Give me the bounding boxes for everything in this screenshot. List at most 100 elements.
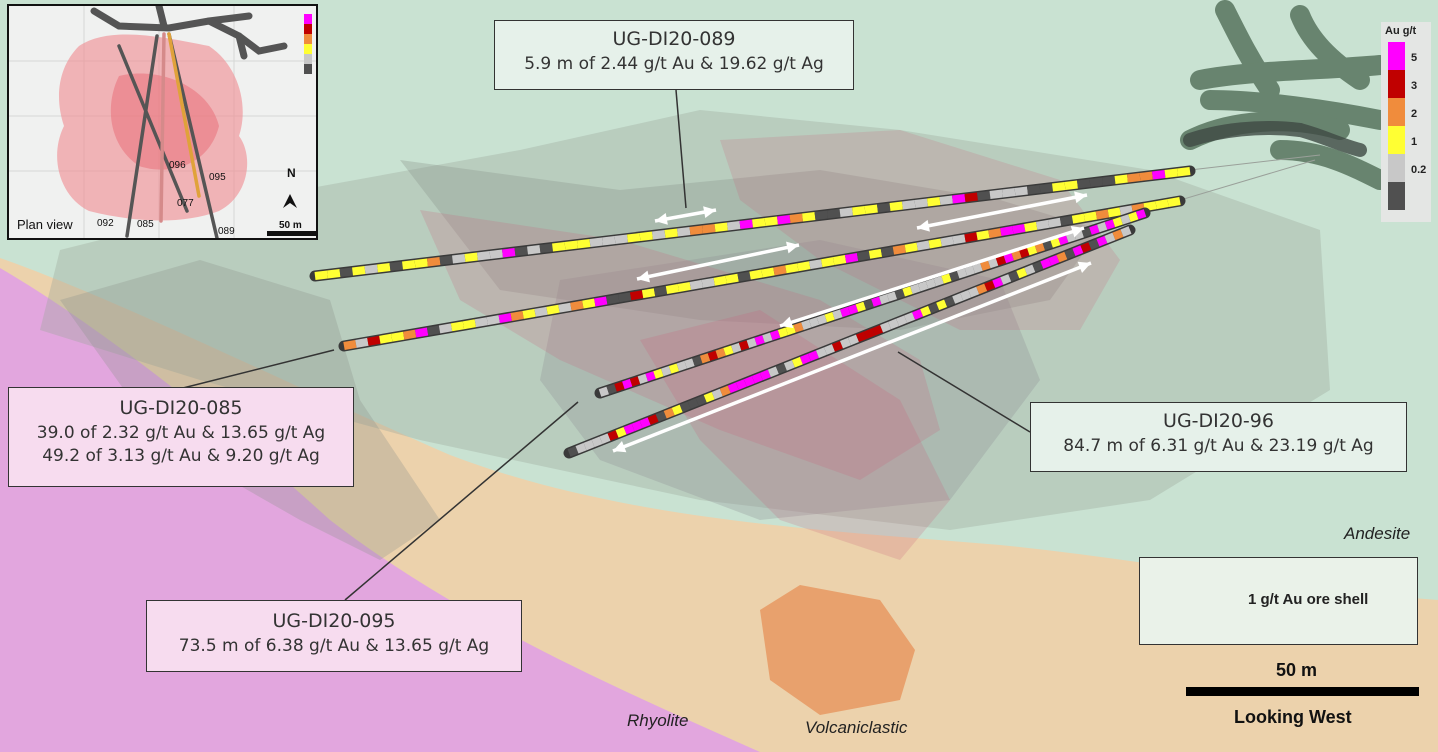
grade-segment <box>914 198 928 208</box>
grade-segment <box>976 283 988 295</box>
leader-096 <box>897 351 1031 433</box>
grade-segment <box>952 194 966 204</box>
grade-segment <box>1039 183 1053 193</box>
grade-segment <box>1036 219 1050 230</box>
plan-view-map <box>9 6 316 238</box>
inset-label-095: 095 <box>209 172 226 183</box>
arrow-head <box>703 206 716 219</box>
grade-segment <box>1024 264 1036 276</box>
grade-segment <box>1040 258 1052 269</box>
grade-segment <box>888 318 900 330</box>
grade-segment <box>814 210 828 220</box>
grade-segment <box>785 324 796 336</box>
grade-segment <box>809 259 823 270</box>
grade-segment <box>602 236 616 246</box>
grade-segment <box>367 335 381 346</box>
grade-segment <box>976 230 990 241</box>
grade-segment <box>522 308 536 319</box>
grade-segment <box>762 332 773 343</box>
grade-segment <box>968 286 980 298</box>
arrow-head <box>655 212 668 225</box>
grade-segment <box>925 278 937 289</box>
grade-segment <box>972 263 983 274</box>
grade-segment <box>692 355 703 366</box>
grey-shell <box>40 110 1330 530</box>
grade-segment <box>832 309 843 320</box>
grade-segment <box>1047 217 1062 228</box>
grade-segment <box>546 304 560 315</box>
grade-segment <box>856 250 871 261</box>
grade-segment <box>641 288 656 299</box>
callout-title: UG-DI20-96 <box>1163 410 1274 432</box>
grade-segment <box>514 246 528 256</box>
grade-segment <box>980 260 991 271</box>
ore-shell-legend-label: 1 g/t Au ore shell <box>1248 591 1369 608</box>
grade-segment <box>984 280 996 292</box>
intercept-arrows <box>612 191 1092 453</box>
grade-segment <box>439 255 453 265</box>
ore-shell <box>720 130 1120 330</box>
grade-segment <box>1104 219 1116 230</box>
grade-segment <box>622 378 633 390</box>
intercept-arrow <box>636 243 800 281</box>
grade-segment <box>713 275 727 286</box>
color-key-label: 5 <box>1411 52 1418 64</box>
grade-segment <box>464 252 478 262</box>
grade-segment <box>1059 215 1074 226</box>
grade-segment <box>668 363 680 374</box>
mine-workings-dark <box>1183 121 1367 157</box>
arrow-head <box>786 241 799 254</box>
grade-segment <box>725 273 739 284</box>
grade-segment <box>1042 240 1053 251</box>
grade-segment <box>355 337 369 348</box>
inset-label-092: 092 <box>97 218 114 229</box>
grade-segment <box>655 411 667 422</box>
callout-title: UG-DI20-085 <box>119 397 243 419</box>
grade-segment <box>904 242 918 253</box>
color-key-label: 1 <box>1411 136 1418 148</box>
grade-segment <box>1072 245 1084 257</box>
grade-segment <box>1008 270 1020 282</box>
grade-segment <box>677 227 691 237</box>
grade-segment <box>793 322 804 333</box>
grade-segment <box>941 273 952 284</box>
grade-segment <box>807 350 819 362</box>
hole-ug-di20-089 <box>309 165 1196 282</box>
grade-segment <box>1135 209 1147 220</box>
ore-shell <box>420 210 940 480</box>
inset-color-key <box>304 14 312 74</box>
inset-workings <box>90 6 288 60</box>
orange-body <box>760 585 915 715</box>
grade-segment <box>695 395 707 406</box>
grade-segment <box>474 317 488 328</box>
grade-segment <box>1019 247 1030 258</box>
grade-segment <box>1032 261 1044 272</box>
grade-segment <box>770 330 781 341</box>
scale-bar-label: 50 m <box>1276 660 1318 680</box>
grade-segment <box>1034 242 1046 253</box>
grade-segment <box>598 386 610 397</box>
grade-segment <box>1089 177 1103 187</box>
grade-segment <box>1056 251 1068 263</box>
grade-segment <box>664 228 678 238</box>
grade-segment <box>1128 211 1139 222</box>
grade-segment <box>462 319 477 330</box>
arrow-head <box>917 219 930 232</box>
grade-segment <box>844 252 859 263</box>
grade-segment <box>402 260 416 270</box>
grade-segment <box>647 414 659 425</box>
swatch-orange <box>1388 98 1405 126</box>
grade-segment <box>327 269 341 279</box>
grade-segment <box>739 219 753 229</box>
grade-segment <box>689 225 703 235</box>
grade-segment <box>1024 221 1038 232</box>
grade-segment <box>832 255 847 266</box>
grade-segment <box>614 381 625 392</box>
grade-segment <box>855 301 866 312</box>
grade-segment <box>426 325 441 336</box>
grade-segment <box>414 327 429 338</box>
grade-segment <box>364 264 378 274</box>
grade-segment <box>1107 207 1121 218</box>
swatch-red <box>1388 70 1405 98</box>
grade-segment <box>910 283 921 294</box>
